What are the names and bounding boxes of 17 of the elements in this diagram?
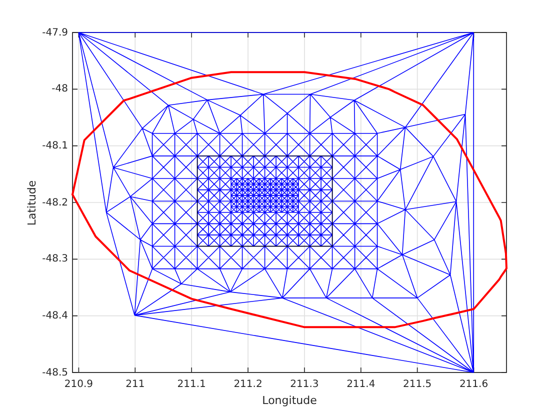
tick-label: 210.9 (64, 378, 94, 390)
tick-label: 211.6 (459, 378, 488, 390)
tick-label: -47.9 (42, 27, 68, 38)
tick-label: 211.4 (346, 378, 376, 390)
axis-title: Latitude (26, 180, 38, 226)
tick-label: -48.5 (42, 367, 68, 378)
tick-label: 211.2 (234, 378, 262, 390)
tick-label: -48.1 (42, 140, 68, 152)
tick-label: 211.5 (403, 378, 432, 390)
tick-label: -48.2 (42, 197, 68, 208)
tick-label: -48.4 (42, 310, 68, 322)
tick-label: 211.3 (290, 378, 319, 390)
tick-label: -48 (52, 84, 68, 95)
tick-label: -48.3 (42, 254, 68, 265)
tick-label: 211 (126, 378, 145, 390)
tick-label: 211.1 (177, 378, 206, 390)
axis-title: Longitude (262, 394, 317, 406)
